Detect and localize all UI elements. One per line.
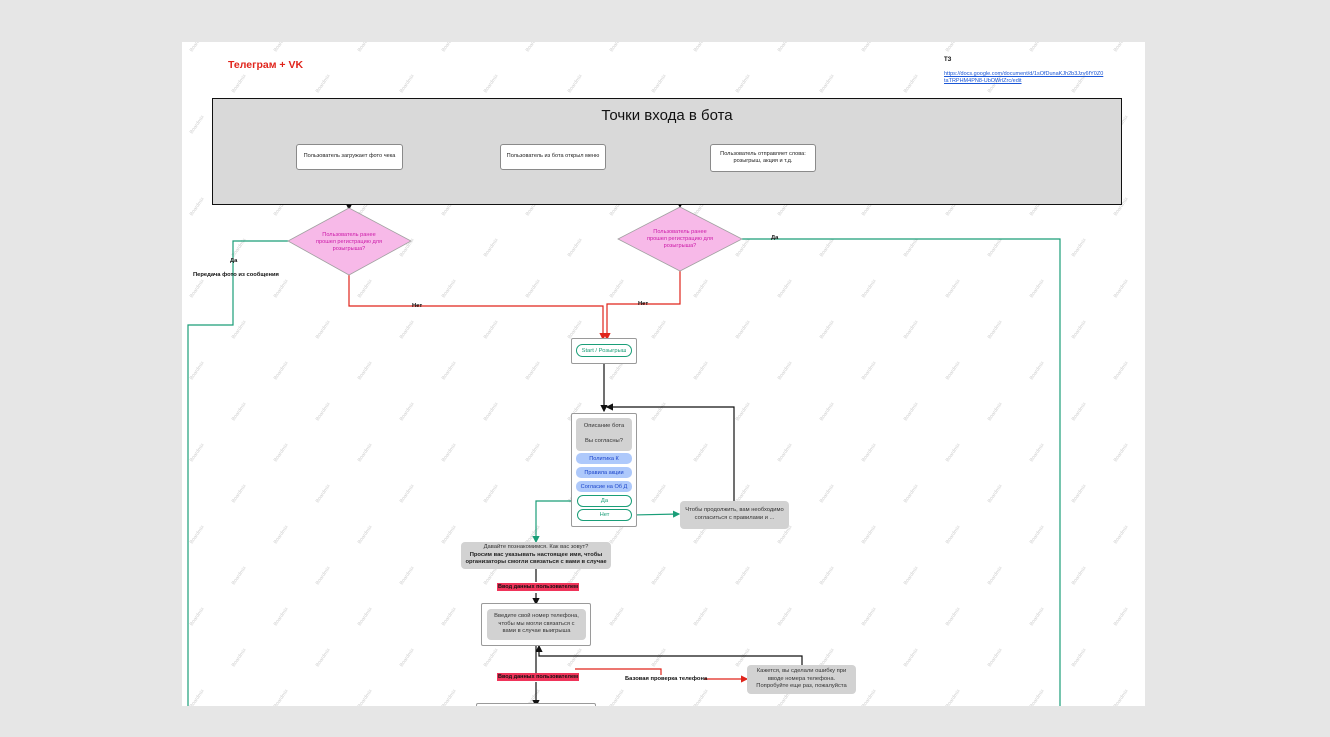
edge-label-photo-note: Передача фото из сообщения xyxy=(193,272,279,278)
edge-consent-loop xyxy=(605,403,735,501)
decision-right-shape xyxy=(617,206,743,272)
edge-error-retry xyxy=(535,644,803,665)
entry-node-keywords[interactable]: Пользователь отправляет слова: розыгрыш,… xyxy=(710,144,816,172)
connector-layer xyxy=(187,170,1061,706)
decision-right-label[interactable]: Пользователь ранее прошел регистрацию дл… xyxy=(646,229,714,249)
edge-label-no-left: Нет xyxy=(412,303,423,309)
ask-name-line1: Давайте познакомимся. Как вас зовут? xyxy=(483,544,589,551)
next-step-frame xyxy=(476,703,596,706)
bot-intro-message: Описание бота Вы согласны? xyxy=(576,418,632,451)
user-input-tag-1: Ввод данных пользователем xyxy=(497,583,580,591)
edge-no-to-consent xyxy=(631,510,681,518)
board-title: Телеграм + VK xyxy=(228,59,304,71)
policy-button[interactable]: Политика К xyxy=(576,453,632,464)
tz-link[interactable]: https://docs.google.com/document/d/1sOfD… xyxy=(944,71,1104,84)
ask-name-line2: Просим вас указывать настоящее имя, чтоб… xyxy=(465,551,607,566)
agree-no-button[interactable]: Нет xyxy=(577,509,632,521)
ask-phone-message: Введите свой номер телефона, чтобы мы мо… xyxy=(487,609,586,640)
agree-yes-button[interactable]: Да xyxy=(577,495,632,507)
edge-yes-left xyxy=(187,240,288,706)
edge-yes-to-name xyxy=(532,500,577,544)
bot-intro-description: Описание бота xyxy=(583,423,625,430)
edge-no-right xyxy=(603,271,681,341)
edge-yes-right xyxy=(742,238,1061,706)
edge-label-yes-right: Да xyxy=(771,235,779,241)
entry-points-title: Точки входа в бота xyxy=(601,107,733,124)
edge-label-no-right: Нет xyxy=(638,301,649,307)
ask-name-message: Давайте познакомимся. Как вас зовут? Про… xyxy=(461,542,611,569)
decision-left-shape xyxy=(287,207,412,276)
edge-no-left xyxy=(348,275,607,341)
phone-error-message: Кажется, вы сделали ошибку при вводе ном… xyxy=(747,665,856,694)
edge-label-yes-left: Да xyxy=(230,258,238,264)
tz-label: ТЗ xyxy=(944,57,952,63)
entry-node-photo[interactable]: Пользователь загружает фото чека xyxy=(296,144,403,170)
entry-node-menu[interactable]: Пользователь из бота открыл меню xyxy=(500,144,606,170)
consent-required-message: Чтобы продолжить, вам необходимо согласи… xyxy=(680,501,789,529)
user-input-tag-2: Ввод данных пользователем xyxy=(497,673,580,681)
rules-button[interactable]: Правила акции xyxy=(576,467,632,478)
bot-intro-question: Вы согласны? xyxy=(585,437,623,444)
phone-check-label: Базовая проверка телефона xyxy=(625,676,708,682)
consent-data-button[interactable]: Согласие на Об Д xyxy=(576,481,632,492)
edge-input2-to-check xyxy=(575,668,662,675)
decision-left-label[interactable]: Пользователь ранее прошел регистрацию дл… xyxy=(315,232,383,252)
start-button[interactable]: Start / Розыгрыш xyxy=(576,344,632,357)
